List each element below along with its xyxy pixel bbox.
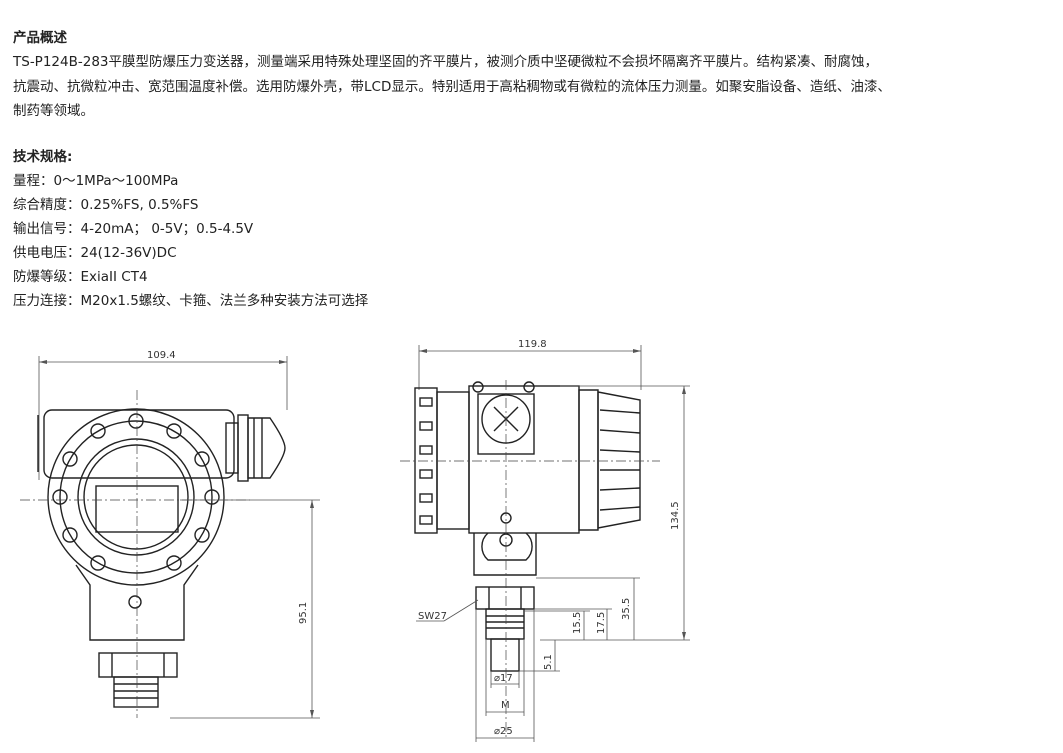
thread-label: M [501,700,510,711]
spec-explosion-class: 防爆等级：ExiaII CT4 [13,269,148,285]
spec-connection: 压力连接：M20x1.5螺纹、卡箍、法兰多种安装方法可选择 [13,293,369,309]
overview-heading: 产品概述 [13,30,67,46]
dim-17-5: 17.5 [596,612,607,634]
front-width-dim: 109.4 [147,350,176,361]
dim-35-5: 35.5 [621,598,632,620]
side-height-dim: 134.5 [670,501,681,530]
dim-5-1: 5.1 [543,654,554,670]
spec-accuracy: 综合精度：0.25%FS, 0.5%FS [13,197,199,213]
spec-output: 输出信号：4-20mA； 0-5V；0.5-4.5V [13,221,254,237]
side-width-dim: 119.8 [518,339,547,350]
spec-range: 量程：0～1MPa～100MPa [13,173,179,189]
dia-17-label: ⌀17 [494,673,513,684]
front-view: 109.4 [20,350,320,719]
dia-25-label: ⌀25 [494,726,513,737]
front-height-dim: 95.1 [298,602,309,624]
spec-supply: 供电电压：24(12-36V)DC [13,245,177,261]
overview-line-1: TS-P124B-283平膜型防爆压力变送器，测量端采用特殊处理坚固的齐平膜片，… [13,54,878,70]
dim-15-5: 15.5 [572,612,583,634]
specs-heading: 技术规格: [13,149,73,165]
overview-line-3: 制药等领域。 [13,103,94,119]
overview-line-2: 抗震动、抗微粒冲击、宽范围温度补偿。选用防爆外壳，带LCD显示。特别适用于高粘稠… [13,79,891,95]
dimension-drawing: 109.4 [20,339,690,742]
wrench-size-label: SW27 [418,611,447,622]
side-view: 119.8 [400,339,690,742]
